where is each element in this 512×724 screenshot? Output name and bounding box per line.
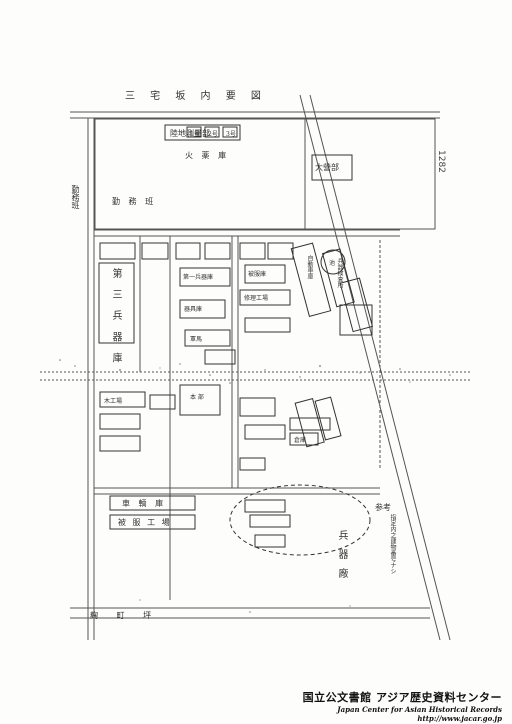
label-right-mid-2: 兵器検査所 bbox=[336, 258, 343, 288]
label-box-1: 1号 bbox=[190, 131, 200, 138]
label-mid-5: 軍馬 bbox=[190, 336, 203, 343]
page-number: 1282 bbox=[436, 150, 446, 173]
pond-circle bbox=[320, 249, 346, 275]
label-upper: 勤 務 班 bbox=[112, 197, 157, 206]
building-right-top bbox=[311, 154, 353, 181]
stamp-line-3: http://www.jacar.go.jp bbox=[417, 714, 502, 723]
label-mid-3: 器具庫 bbox=[184, 306, 203, 313]
label-road-bottom: 麹 町 坪 bbox=[90, 611, 160, 620]
label-right-top: 大營部 bbox=[315, 163, 339, 172]
label-left-block: 第 三 兵 器 庫 bbox=[110, 268, 121, 367]
label-left-side: 勤務班 bbox=[71, 185, 80, 209]
building-left-block bbox=[98, 262, 135, 344]
label-clothing-factory: 被 服 工 場 bbox=[118, 518, 172, 527]
arsenal-oval bbox=[229, 484, 371, 556]
compound-top-right bbox=[304, 118, 436, 230]
label-box-2: 2号 bbox=[208, 131, 218, 138]
label-lower-1: 木工場 bbox=[104, 398, 123, 405]
label-mid-1: 第一兵器庫 bbox=[183, 274, 214, 281]
note-text: 指定内之建物番号ナシ bbox=[389, 514, 396, 574]
label-box-3: 3号 bbox=[226, 131, 236, 138]
label-circle: 池 bbox=[329, 260, 336, 267]
label-powder-store: 火 薬 庫 bbox=[185, 151, 230, 160]
building-right-diagonal-1 bbox=[290, 242, 332, 318]
label-arsenal: 兵 器 廠 bbox=[336, 530, 347, 582]
label-vehicle-shed: 車 輌 庫 bbox=[122, 499, 167, 508]
building-top-row bbox=[164, 124, 241, 141]
label-mid-2: 被服庫 bbox=[248, 271, 267, 278]
label-mid-6: 本 部 bbox=[190, 394, 204, 401]
road-diagonal bbox=[299, 94, 441, 641]
stamp-line-1: 国立公文書館 アジア歴史資料センター bbox=[302, 691, 502, 704]
building-vehicle-shed bbox=[109, 495, 196, 511]
note-label: 参考 bbox=[375, 503, 391, 512]
label-top-center: 陸地測量部 bbox=[170, 129, 210, 138]
stamp-line-2: Japan Center for Asian Historical Record… bbox=[337, 705, 502, 714]
label-right-mid-1: 自動車庫 bbox=[306, 255, 313, 279]
label-mid-4: 修理工場 bbox=[244, 295, 269, 302]
map-title: 三 宅 坂 内 要 図 bbox=[125, 91, 267, 102]
archive-stamp: 国立公文書館 アジア歴史資料センター Japan Center for Asia… bbox=[272, 689, 502, 723]
label-right-lower: 倉庫 bbox=[294, 437, 307, 444]
building-clothing-factory bbox=[109, 514, 196, 530]
